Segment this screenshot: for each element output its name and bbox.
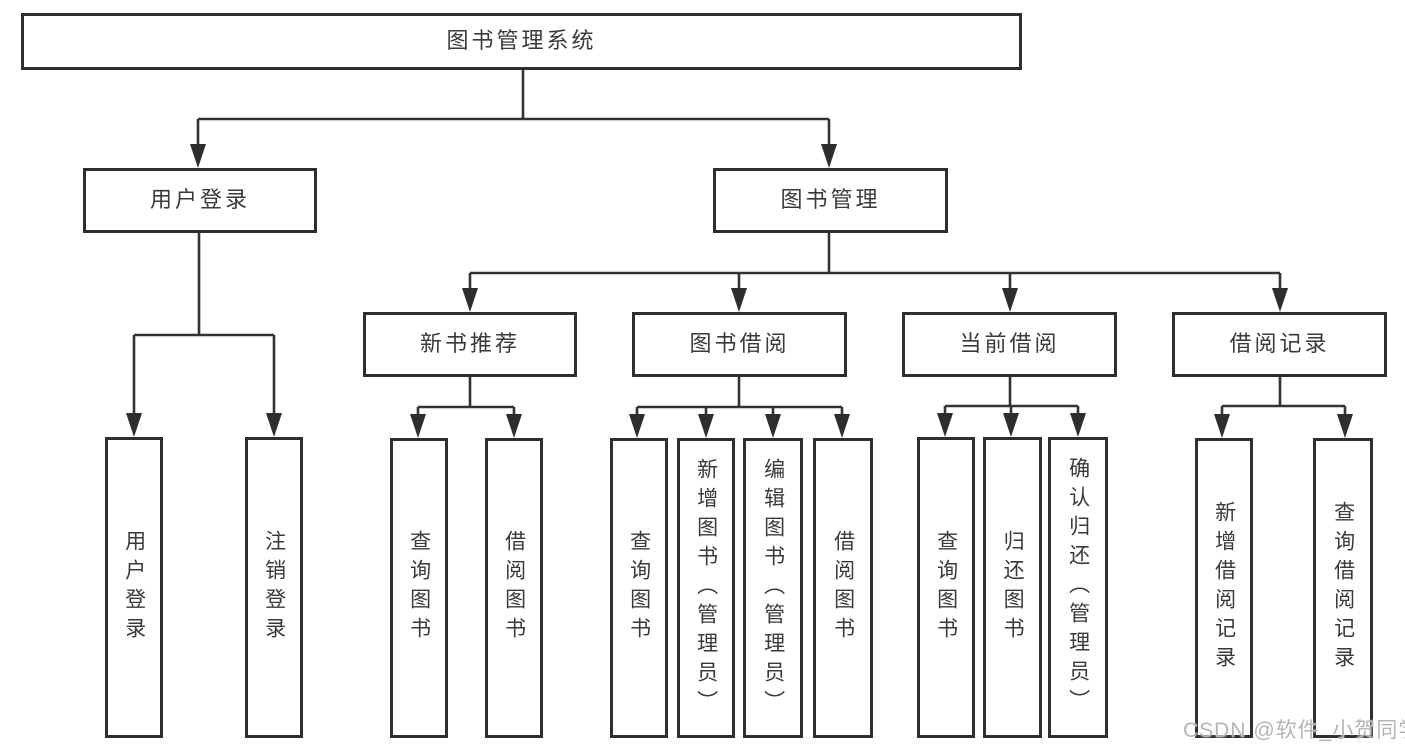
node-root: 图书管理系统 <box>21 13 1022 70</box>
node-book-borrow: 图书借阅 <box>632 312 847 377</box>
node-new-book-rec: 新书推荐 <box>363 312 577 377</box>
node-leaf-user-login: 用户登录 <box>105 437 163 738</box>
node-leaf-query-borrow-record: 查询借阅记录 <box>1313 438 1373 738</box>
node-leaf-add-book-admin: 新增图书（管理员） <box>677 438 735 738</box>
node-leaf-return-book: 归还图书 <box>983 437 1042 738</box>
node-leaf-query-book-1: 查询图书 <box>390 438 448 738</box>
node-leaf-query-book-2: 查询图书 <box>610 438 668 738</box>
node-user-login: 用户登录 <box>83 168 317 233</box>
node-borrow-record: 借阅记录 <box>1172 312 1387 377</box>
node-leaf-borrow-book-2: 借阅图书 <box>813 438 873 738</box>
watermark-text: CSDN @软件_小贺同学 <box>1183 719 1405 742</box>
node-leaf-confirm-return-admin: 确认归还（管理员） <box>1048 437 1108 738</box>
node-current-borrow: 当前借阅 <box>902 312 1117 377</box>
node-leaf-query-book-3: 查询图书 <box>917 437 975 738</box>
node-leaf-edit-book-admin: 编辑图书（管理员） <box>743 438 803 738</box>
node-leaf-add-borrow-record: 新增借阅记录 <box>1195 438 1253 738</box>
node-book-mgmt: 图书管理 <box>713 168 948 233</box>
arrowheads <box>126 144 1353 438</box>
node-leaf-borrow-book-1: 借阅图书 <box>485 438 543 738</box>
node-leaf-logout: 注销登录 <box>245 437 303 738</box>
